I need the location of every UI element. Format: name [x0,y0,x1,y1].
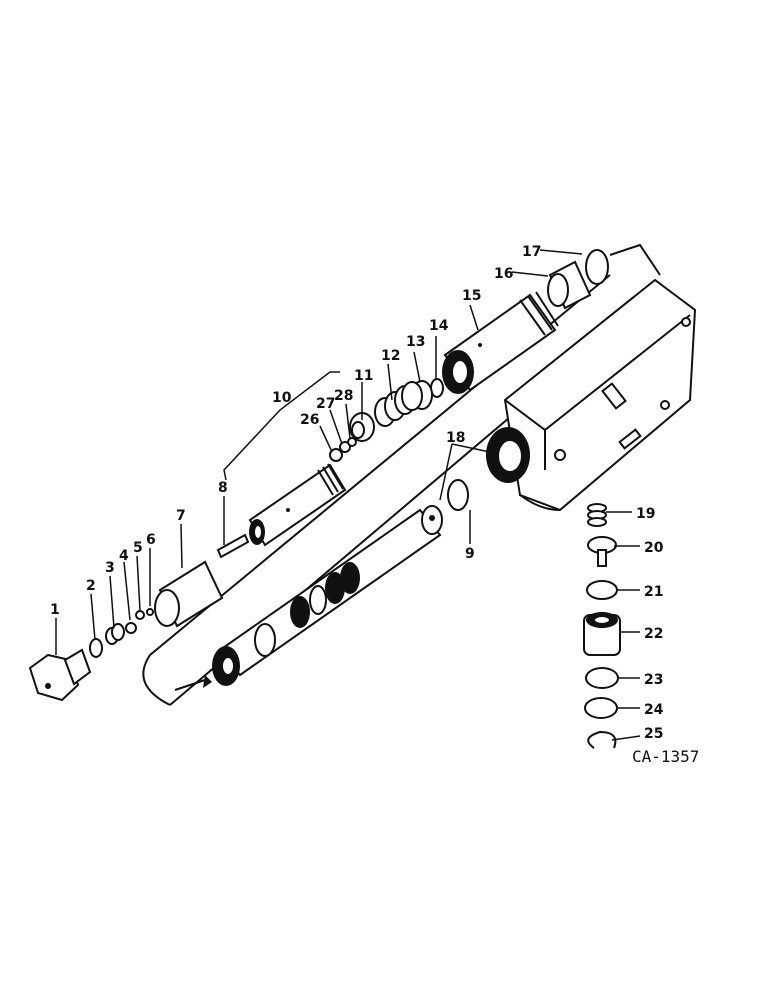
part-25-snap-ring [587,730,617,749]
part-19-spring [587,503,607,527]
label-part-25: 25 [644,726,663,742]
label-part-15: 15 [462,288,481,304]
part-8-pin [216,533,250,559]
label-part-1: 1 [50,602,60,618]
part-16-sleeve [547,260,592,310]
bore-outline-end [142,654,171,706]
part-23-ring [585,667,619,689]
figure-code: CA-1357 [632,747,699,766]
label-part-10: 10 [272,390,292,406]
label-part-12: 12 [381,348,400,364]
part-22-seat [583,612,621,656]
valve-body-housing [486,278,697,512]
label-part-3: 3 [105,560,115,576]
lower-arrow-shaft [174,679,206,691]
label-part-27: 27 [316,396,335,412]
label-part-20: 20 [644,540,664,556]
label-part-19: 19 [636,506,655,522]
part-17-ring [585,249,609,285]
part-9-ring [447,479,469,511]
part-15-tube [442,291,559,394]
label-part-2: 2 [86,578,96,594]
part-27-washer [339,441,351,453]
part-18-main-spool [212,505,443,686]
label-part-11: 11 [354,368,373,384]
part-2-ring [89,638,103,658]
part-5-ball [135,610,145,620]
label-part-23: 23 [644,672,663,688]
part-4-ball [125,622,137,634]
label-part-14: 14 [429,318,449,334]
label-part-22: 22 [644,626,663,642]
label-part-26: 26 [300,412,319,428]
label-part-6: 6 [146,532,156,548]
upper-arrow-tip [609,243,661,276]
part-3-spring [105,623,125,645]
label-part-18: 18 [446,430,465,446]
label-part-16: 16 [494,266,513,282]
label-part-13: 13 [406,334,425,350]
part-20-poppet [587,536,617,567]
part-26-nut [329,448,343,462]
label-part-21: 21 [644,584,663,600]
leader-lines [55,249,641,741]
label-part-8: 8 [218,480,228,496]
part-10-spool [248,463,347,547]
label-part-24: 24 [644,702,664,718]
part-28-washer [347,437,357,447]
lower-arrow-head [203,675,212,688]
part-12-spring [374,381,423,427]
part-6-ball [146,608,154,616]
label-part-28: 28 [334,388,353,404]
part-7-sleeve [154,560,224,628]
label-part-17: 17 [522,244,541,260]
label-part-9: 9 [465,546,475,562]
part-24-ring [584,697,618,719]
label-part-7: 7 [176,508,186,524]
label-part-5: 5 [133,540,143,556]
label-part-4: 4 [119,548,129,564]
part-21-ring [586,580,618,600]
part-1-plug [28,648,92,702]
